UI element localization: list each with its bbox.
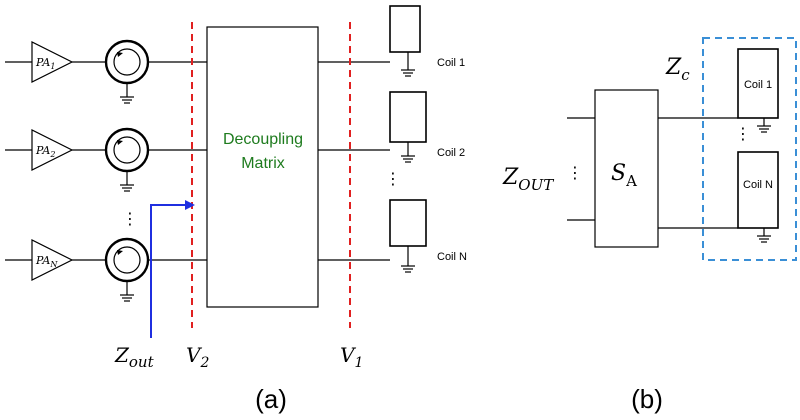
coil-b-1: Coil 1 [737,48,779,133]
coil-array-enclosure [702,37,797,261]
z-out-b-label: Z [502,165,519,190]
coil-b-1-label: Coil 1 [744,79,772,91]
svg-text:Zout: Zout [114,343,155,371]
svg-text:PA1: PA1 [35,56,55,71]
coil-2-label: Coil 2 [437,147,465,159]
s-a-subscript: A [625,172,637,190]
amplifier-2-icon [31,129,74,171]
z-out-arrow [150,200,195,338]
v2-subscript: 2 [199,355,209,371]
coil-b-n: Coil N [737,151,779,243]
coil-n: Coil N [389,199,467,273]
decoupling-matrix-label-line2: Matrix [241,155,285,172]
z-out-b-subscript: OUT [518,176,554,194]
ellipsis-coils: ⋮ [385,169,401,188]
caption-a: (a) [255,384,287,414]
s-a-label: S [611,161,626,186]
svg-text:PAN: PAN [35,254,58,269]
coil-1: Coil 1 [389,5,465,77]
amplifier-n-subscript: N [49,260,58,269]
coil-n-label: Coil N [437,251,467,263]
amplifier-n-icon [31,239,74,281]
amplifier-2-label: PA [35,144,50,157]
svg-text:V1: V1 [340,343,363,371]
amplifier-1-subscript: 1 [50,62,55,71]
coil-b-n-label: Coil N [743,179,773,191]
panel-a: PA1 PA2 [5,5,467,414]
channel-row-2: PA2 [5,127,390,192]
svg-text:SA: SA [611,161,637,190]
svg-text:V2: V2 [186,343,209,371]
z-c-subscript: c [681,66,690,84]
v1-subscript: 1 [354,355,363,371]
ground-icon [120,184,134,192]
ground-icon [120,294,134,302]
amplifier-1-icon [31,41,74,83]
svg-text:Zc: Zc [665,55,690,84]
channel-row-n: PAN [5,237,390,302]
decoupling-matrix-label-line1: Decoupling [223,131,303,148]
circulator-1-icon [104,39,150,85]
circulator-2-icon [104,127,150,173]
decoupling-matrix-box [206,26,319,308]
coil-1-label: Coil 1 [437,57,465,69]
circulator-n-icon [104,237,150,283]
v1-label: V [340,343,357,367]
coil-2: Coil 2 [389,91,465,163]
v2-label: V [186,343,203,367]
ground-icon [120,96,134,104]
panel-b: ⋮ SA ZOUT Zc Coil 1 ⋮ Coil N [502,37,797,414]
amplifier-1-label: PA [35,56,50,69]
ellipsis-rows: ⋮ [122,209,138,228]
z-out-subscript: out [129,353,155,371]
amplifier-n-label: PA [35,254,50,267]
channel-row-1: PA1 [5,39,390,104]
amplifier-2-subscript: 2 [49,150,55,159]
z-c-label: Z [665,55,682,80]
ellipsis-inputs: ⋮ [567,163,583,182]
svg-text:ZOUT: ZOUT [502,165,554,194]
caption-b: (b) [631,384,663,414]
z-out-label: Z [114,343,130,367]
ellipsis-coils-b: ⋮ [735,124,751,143]
svg-text:PA2: PA2 [35,144,55,159]
s-parameter-box [594,89,659,248]
